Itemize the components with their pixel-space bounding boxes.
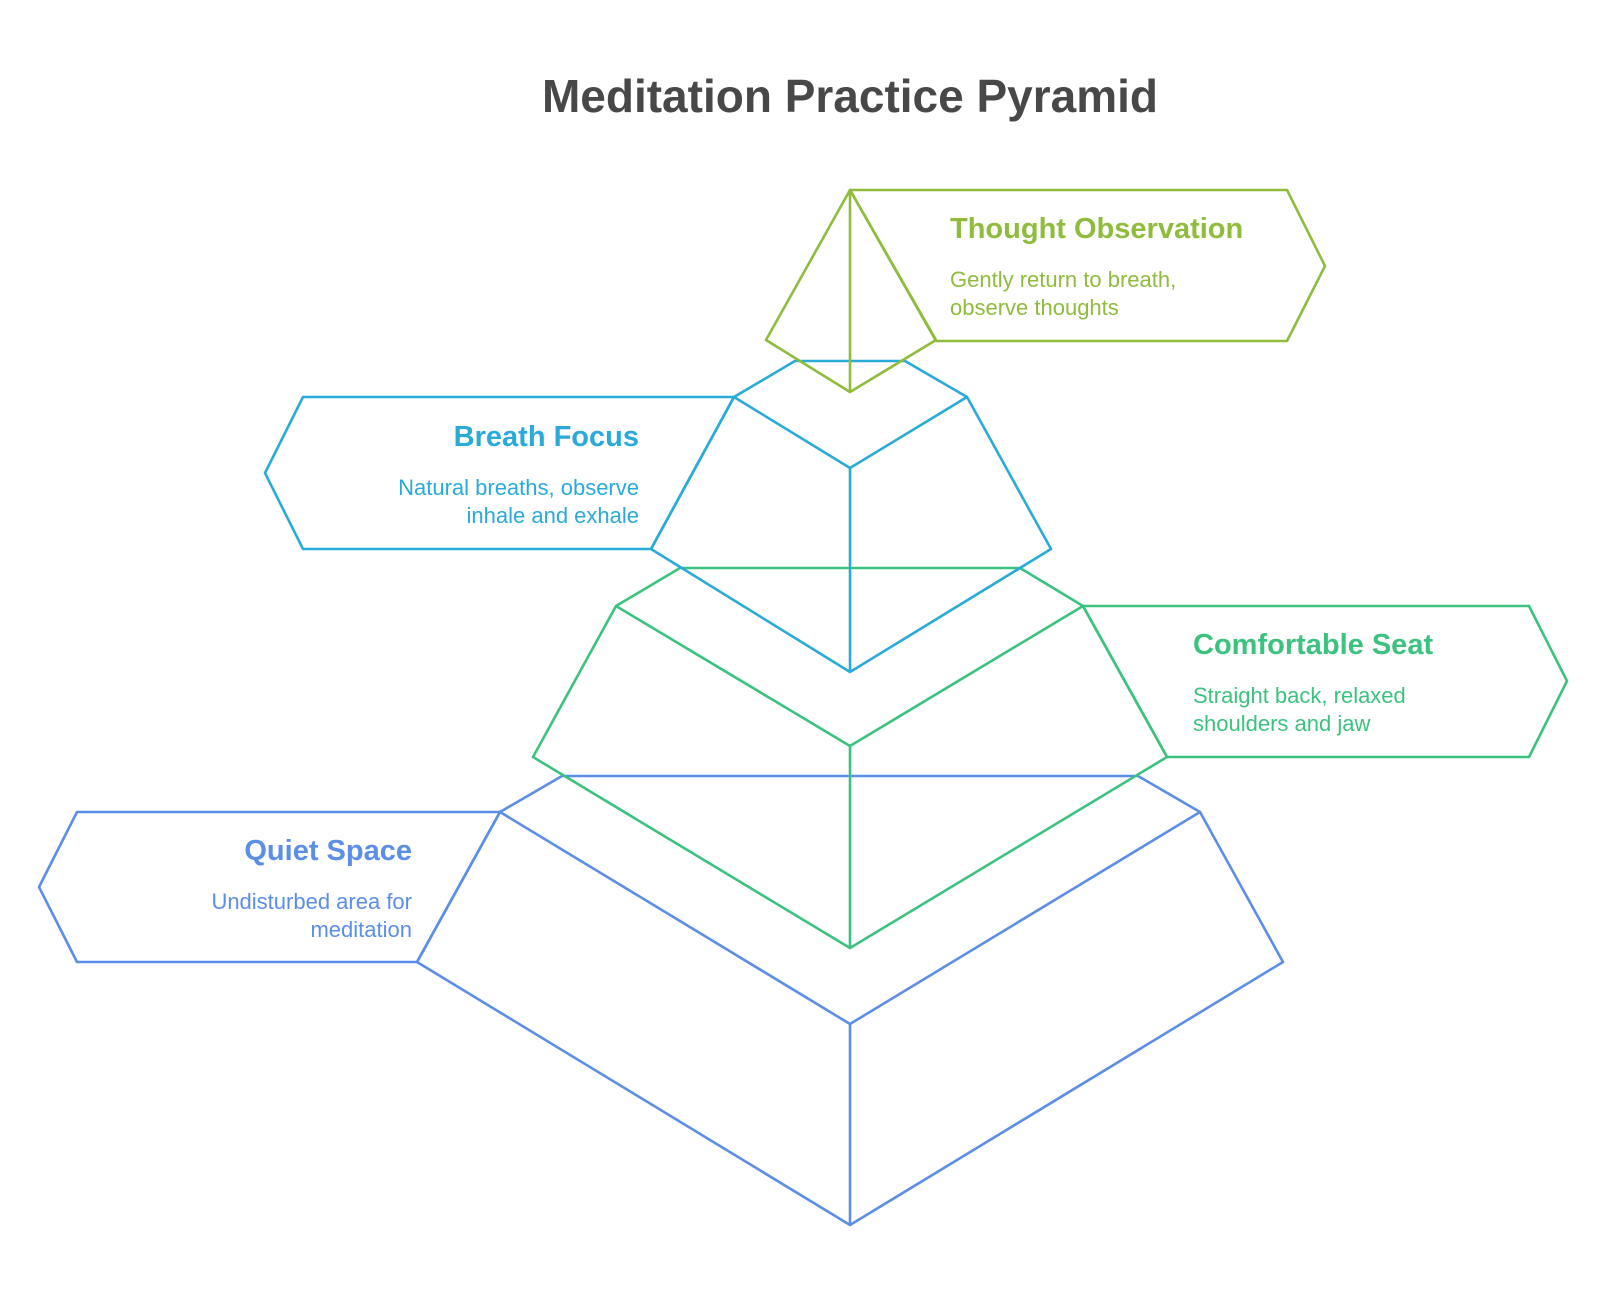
- quiet-space-desc-line-2: meditation: [310, 917, 412, 942]
- level-thought-observation: Thought Observation Gently return to bre…: [764, 188, 1327, 394]
- quiet-space-desc-line-1: Undisturbed area for: [211, 889, 412, 914]
- diagram-title: Meditation Practice Pyramid: [542, 70, 1158, 122]
- thought-observation-label-banner: [848, 188, 1327, 343]
- breath-focus-label-banner: [263, 395, 736, 551]
- level-quiet-space: Quiet Space Undisturbed area for meditat…: [37, 774, 1285, 1227]
- comfortable-seat-desc-line-2: shoulders and jaw: [1193, 711, 1370, 736]
- level-breath-focus: Breath Focus Natural breaths, observe in…: [263, 359, 1053, 674]
- breath-focus-desc-line-1: Natural breaths, observe: [398, 475, 639, 500]
- comfortable-seat-title: Comfortable Seat: [1193, 629, 1433, 661]
- thought-observation-desc-line-1: Gently return to breath,: [950, 267, 1176, 292]
- comfortable-seat-desc-line-1: Straight back, relaxed: [1193, 683, 1406, 708]
- quiet-space-title: Quiet Space: [244, 835, 412, 867]
- breath-focus-title: Breath Focus: [454, 421, 639, 453]
- comfortable-seat-label-banner: [1081, 604, 1569, 759]
- level-comfortable-seat: Comfortable Seat Straight back, relaxed …: [531, 566, 1569, 950]
- breath-focus-desc-line-2: inhale and exhale: [467, 503, 639, 528]
- thought-observation-title: Thought Observation: [950, 213, 1243, 245]
- quiet-space-label-banner: [37, 810, 502, 964]
- thought-observation-desc-line-2: observe thoughts: [950, 295, 1119, 320]
